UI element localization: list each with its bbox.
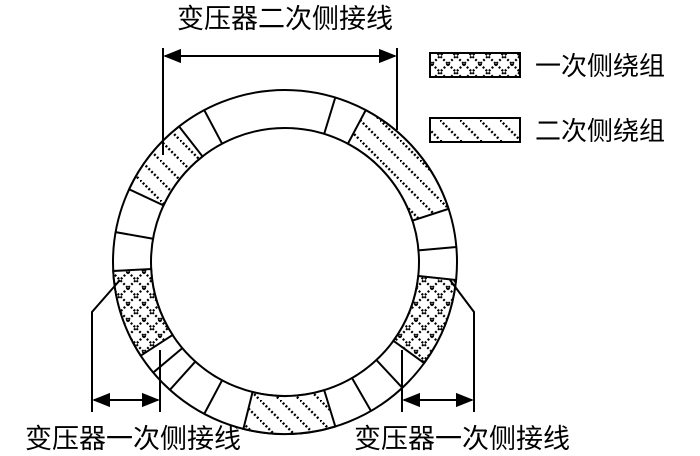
- ring-divider: [203, 109, 223, 145]
- ring-divider: [323, 97, 337, 135]
- ring-divider: [203, 379, 223, 415]
- ring-divider: [351, 377, 372, 412]
- secondary-winding-top-right: [346, 108, 450, 222]
- secondary-winding-top-left: [127, 125, 204, 207]
- legend: 一次侧绕组 二次侧绕组: [429, 52, 665, 147]
- ring-divider: [375, 359, 404, 389]
- core-ring: [112, 89, 458, 435]
- ring-divider: [115, 231, 154, 240]
- ring-divider: [418, 246, 457, 252]
- bottom-right-dimension: [401, 279, 475, 412]
- top-dimension: [162, 48, 398, 155]
- primary-winding-right: [392, 274, 458, 365]
- legend-swatch-secondary: [429, 117, 521, 143]
- top-label: 变压器二次侧接线: [177, 4, 393, 35]
- bottom-left-dimension: [91, 279, 161, 412]
- legend-label-secondary: 二次侧绕组: [535, 117, 665, 147]
- winding-segments: [112, 97, 458, 435]
- legend-item-secondary: 二次侧绕组: [429, 117, 665, 147]
- legend-swatch-primary: [429, 52, 521, 78]
- secondary-winding-bottom: [242, 388, 337, 435]
- primary-winding-left: [112, 267, 175, 358]
- ring-divider: [169, 360, 197, 391]
- ring-divider: [152, 347, 183, 374]
- bottom-left-label: 变压器一次侧接线: [25, 424, 241, 455]
- legend-label-primary: 一次侧绕组: [535, 52, 665, 82]
- bottom-right-label: 变压器一次侧接线: [354, 424, 570, 455]
- legend-item-primary: 一次侧绕组: [429, 52, 665, 82]
